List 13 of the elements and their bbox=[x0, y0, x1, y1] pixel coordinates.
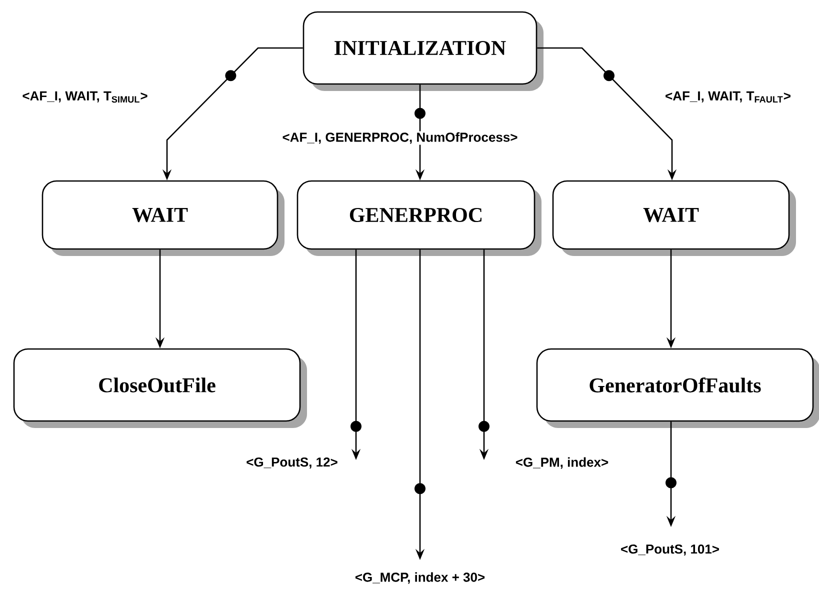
process-box: GeneratorOfFaults bbox=[536, 348, 819, 428]
process-box: WAIT bbox=[552, 180, 796, 256]
edge-label: <AF_I, WAIT, T$_{FAULT}$> bbox=[664, 90, 792, 104]
process-box: CloseOutFile bbox=[13, 348, 307, 428]
process-box: INITIALIZATION bbox=[302, 11, 544, 91]
edge-label: <G_PM, index> bbox=[514, 456, 610, 470]
edge-label: <AF_I, WAIT, T$_{SIMUL}$> bbox=[21, 90, 149, 104]
edge-label: <AF_I, GENERPROC, NumOfProcess> bbox=[281, 131, 519, 145]
edge-label: <G_PoutS, 12> bbox=[245, 456, 339, 470]
edge-label: <G_PoutS, 101> bbox=[620, 543, 720, 557]
edge-label: <G_MCP, index + 30> bbox=[354, 571, 486, 585]
process-box: GENERPROC bbox=[296, 180, 542, 256]
process-box: WAIT bbox=[42, 180, 284, 256]
